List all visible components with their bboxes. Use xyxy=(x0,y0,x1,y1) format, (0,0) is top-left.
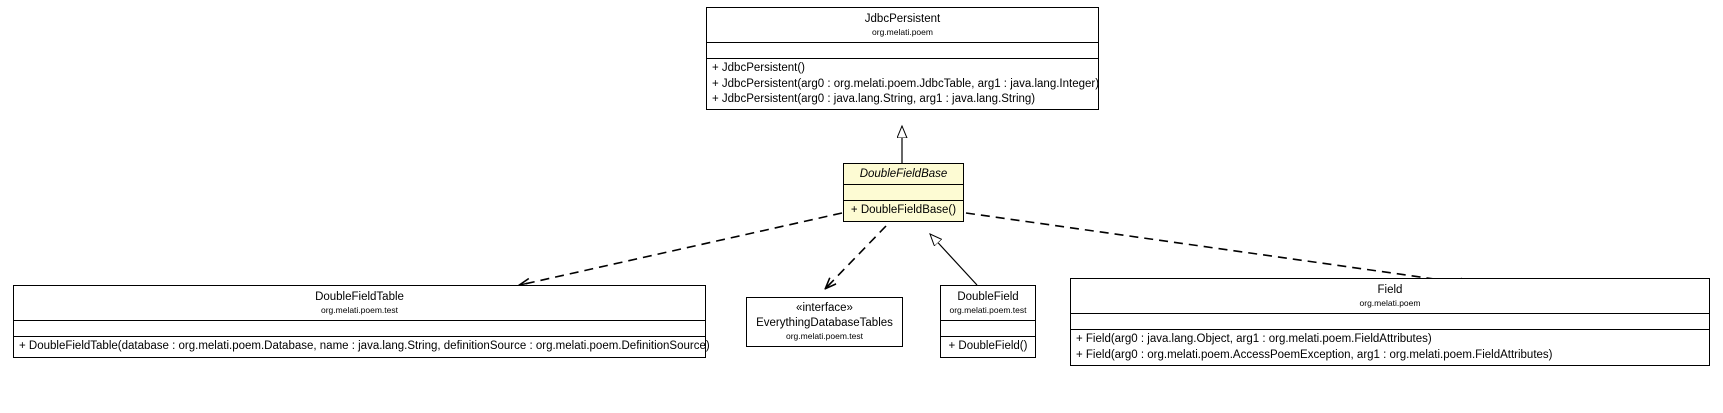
class-name-double-field-base: DoubleFieldBase xyxy=(859,168,948,180)
class-operations-double-field: + DoubleField() xyxy=(941,336,1035,356)
operation-row: + Field(arg0 : org.melati.poem.AccessPoe… xyxy=(1076,348,1553,361)
class-attributes-double-field-table xyxy=(14,320,705,336)
operation-row: + JdbcPersistent(arg0 : org.melati.poem.… xyxy=(712,77,1100,90)
class-name-double-field: DoubleField xyxy=(957,291,1019,303)
operation-row: + JdbcPersistent() xyxy=(712,62,805,75)
operation-row: + Field(arg0 : java.lang.Object, arg1 : … xyxy=(1076,333,1432,346)
class-attributes-jdbc-persistent xyxy=(707,42,1098,58)
class-header-double-field: DoubleField org.melati.poem.test xyxy=(941,286,1035,320)
class-operations-jdbc-persistent: + JdbcPersistent() + JdbcPersistent(arg0… xyxy=(707,58,1100,109)
class-operations-double-field-base: + DoubleFieldBase() xyxy=(844,200,963,220)
edge-generalization-doublefieldbase xyxy=(930,234,978,286)
class-box-field[interactable]: Field org.melati.poem + Field(arg0 : jav… xyxy=(1070,278,1710,366)
class-box-double-field[interactable]: DoubleField org.melati.poem.test + Doubl… xyxy=(940,285,1036,358)
class-header-everything-database-tables: «interface» EverythingDatabaseTables org… xyxy=(747,298,902,346)
class-operations-field: + Field(arg0 : java.lang.Object, arg1 : … xyxy=(1071,329,1709,364)
class-box-double-field-base[interactable]: DoubleFieldBase + DoubleFieldBase() xyxy=(843,163,964,222)
class-operations-double-field-table: + DoubleFieldTable(database : org.melati… xyxy=(14,336,710,356)
class-package-double-field: org.melati.poem.test xyxy=(949,305,1027,316)
class-package-jdbc-persistent: org.melati.poem xyxy=(872,27,933,38)
class-box-everything-database-tables[interactable]: «interface» EverythingDatabaseTables org… xyxy=(746,297,903,348)
operation-row: + DoubleFieldTable(database : org.melati… xyxy=(19,340,710,353)
class-header-jdbc-persistent: JdbcPersistent org.melati.poem xyxy=(707,8,1098,42)
operation-row: + JdbcPersistent(arg0 : java.lang.String… xyxy=(712,92,1036,105)
class-name-everything-database-tables: EverythingDatabaseTables xyxy=(756,316,893,329)
class-package-double-field-table: org.melati.poem.test xyxy=(320,305,398,316)
class-attributes-double-field-base xyxy=(844,184,963,200)
class-attributes-field xyxy=(1071,313,1709,329)
edge-dependency-field xyxy=(965,212,1470,284)
class-box-jdbc-persistent[interactable]: JdbcPersistent org.melati.poem + JdbcPer… xyxy=(706,7,1099,110)
class-name-double-field-table: DoubleFieldTable xyxy=(315,291,404,303)
edge-dependency-everythingdatabasetables xyxy=(826,225,887,288)
class-package-field: org.melati.poem xyxy=(1359,298,1421,309)
operation-row: + DoubleFieldBase() xyxy=(850,204,957,217)
class-header-double-field-base: DoubleFieldBase xyxy=(844,164,963,184)
operation-row: + DoubleField() xyxy=(948,340,1028,353)
class-name-jdbc-persistent: JdbcPersistent xyxy=(864,13,941,25)
class-stereotype-everything-database-tables: «interface» xyxy=(796,302,853,314)
class-header-double-field-table: DoubleFieldTable org.melati.poem.test xyxy=(14,286,705,320)
class-header-field: Field org.melati.poem xyxy=(1071,279,1709,313)
class-name-field: Field xyxy=(1377,284,1403,296)
class-attributes-double-field xyxy=(941,320,1035,336)
class-package-everything-database-tables: org.melati.poem.test xyxy=(785,331,863,342)
class-box-double-field-table[interactable]: DoubleFieldTable org.melati.poem.test + … xyxy=(13,285,710,358)
edge-dependency-doublefieldtable xyxy=(520,212,843,285)
